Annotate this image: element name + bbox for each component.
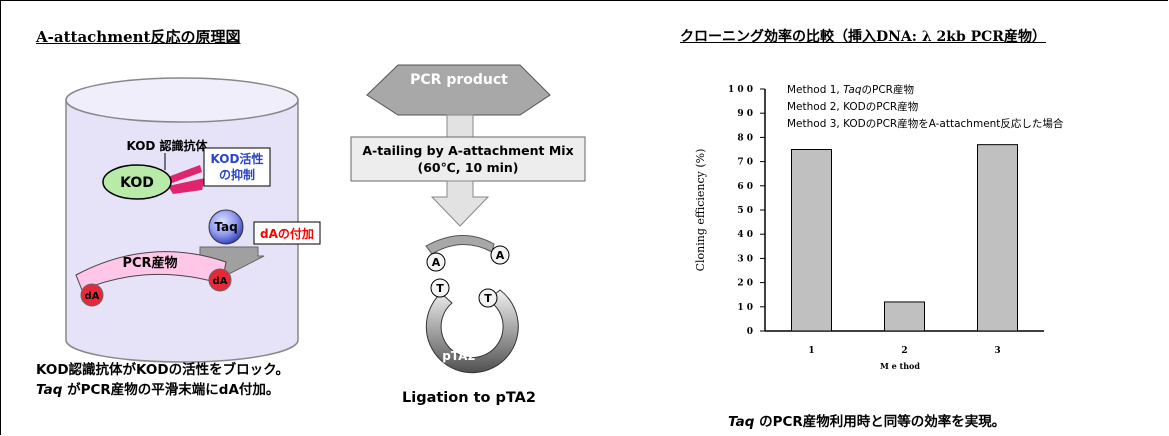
- principle-diagram: KOD 認識抗体 KOD KOD活性の抑制 Taq dAの付加 PCR産物 dA…: [65, 64, 586, 406]
- y-tick-label: 5 0: [737, 206, 753, 216]
- inhibition-label: KOD活性の抑制: [211, 151, 264, 182]
- y-tick-label: 1 0: [737, 303, 753, 313]
- middle-pcr-product-label: PCR product: [410, 72, 508, 88]
- t-overhang-right: [478, 288, 498, 308]
- y-tick-label: 2 0: [737, 279, 753, 289]
- pcr-product-label: PCR産物: [122, 255, 177, 271]
- svg-text:A: A: [496, 249, 505, 262]
- svg-text:T: T: [436, 282, 444, 295]
- x-tick-label: 1: [808, 346, 814, 356]
- y-tick-label: 7 0: [737, 158, 753, 168]
- left-panel-title: A-attachment反応の原理図: [36, 28, 241, 46]
- t-overhang-left: [430, 278, 450, 298]
- inhibition-box: [203, 147, 271, 187]
- kod-enzyme: [102, 164, 172, 200]
- dA-end-right: [208, 268, 232, 292]
- svg-text:T: T: [484, 292, 492, 305]
- bar-method-2: [884, 301, 925, 332]
- kod-label: KOD: [120, 175, 154, 191]
- a-tailing-step-line2: (60℃, 10 min): [417, 160, 518, 175]
- y-tick-label: 9 0: [737, 109, 753, 119]
- dA-addition-label: dAの付加: [260, 226, 314, 241]
- a-tailing-step-box: [350, 136, 586, 182]
- x-tick-label: 2: [901, 346, 907, 356]
- svg-text:A: A: [432, 256, 441, 269]
- taq-label: Taq: [214, 220, 237, 234]
- a-tailing-step-line1: A-tailing by A-attachment Mix: [362, 143, 573, 158]
- antibody-label: KOD 認識抗体: [126, 138, 208, 153]
- taq-enzyme: [208, 209, 244, 245]
- dA-end-left: [80, 283, 104, 307]
- bar-method-3: [977, 144, 1018, 332]
- y-tick-label: 6 0: [737, 182, 753, 192]
- pcr-product-band: [366, 64, 551, 116]
- legend-entry: Method 3, KODのPCR産物をA-attachment反応した場合: [787, 117, 1064, 130]
- pTA2-label: pTA2: [442, 349, 475, 363]
- a-overhang-left: [426, 252, 446, 272]
- ligation-label: Ligation to pTA2: [402, 390, 536, 406]
- right-caption: Taq のPCR産物利用時と同等の効率を実現。: [728, 414, 1006, 430]
- x-tick-label: 3: [994, 346, 1000, 356]
- reaction-tube-cylinder: [65, 77, 299, 363]
- y-tick-label: 3 0: [737, 254, 753, 264]
- left-caption-line2: Taq がPCR産物の平滑末端にdA付加。: [36, 382, 280, 398]
- dA-addition-box: [253, 221, 321, 245]
- pTA2-vector: [425, 289, 519, 374]
- legend-entry: Method 1, TaqのPCR産物: [787, 83, 914, 96]
- left-caption-line1: KOD認識抗体がKODの活性をブロック。: [36, 362, 289, 378]
- y-tick-label: 1 0 0: [728, 85, 753, 95]
- svg-text:dA: dA: [85, 291, 100, 302]
- process-arrow-head: [430, 180, 490, 227]
- a-tailed-product: [425, 235, 495, 255]
- cloning-efficiency-chart: 0 1 0 2 0 3 0 4 0 5 0 6 0 7 0 8 0 9 0 1 0 0 1 2 3 Me…: [694, 83, 1064, 371]
- a-overhang-right: [490, 245, 510, 265]
- y-tick-label: 8 0: [737, 133, 753, 143]
- y-tick-label: 0: [747, 327, 753, 337]
- y-tick-label: 4 0: [737, 230, 753, 240]
- antibody-shape: [165, 165, 202, 183]
- svg-text:dA: dA: [213, 276, 228, 287]
- y-axis-label: Cloning efficiency (%): [694, 149, 707, 272]
- x-axis-label: M e thod: [880, 361, 920, 371]
- legend-entry: Method 2, KODのPCR産物: [787, 100, 918, 113]
- process-arrow-shaft: [446, 114, 474, 138]
- right-panel-title: クローニング効率の比較（挿入DNA: λ 2kb PCR産物）: [680, 29, 1046, 45]
- bar-method-1: [791, 149, 832, 332]
